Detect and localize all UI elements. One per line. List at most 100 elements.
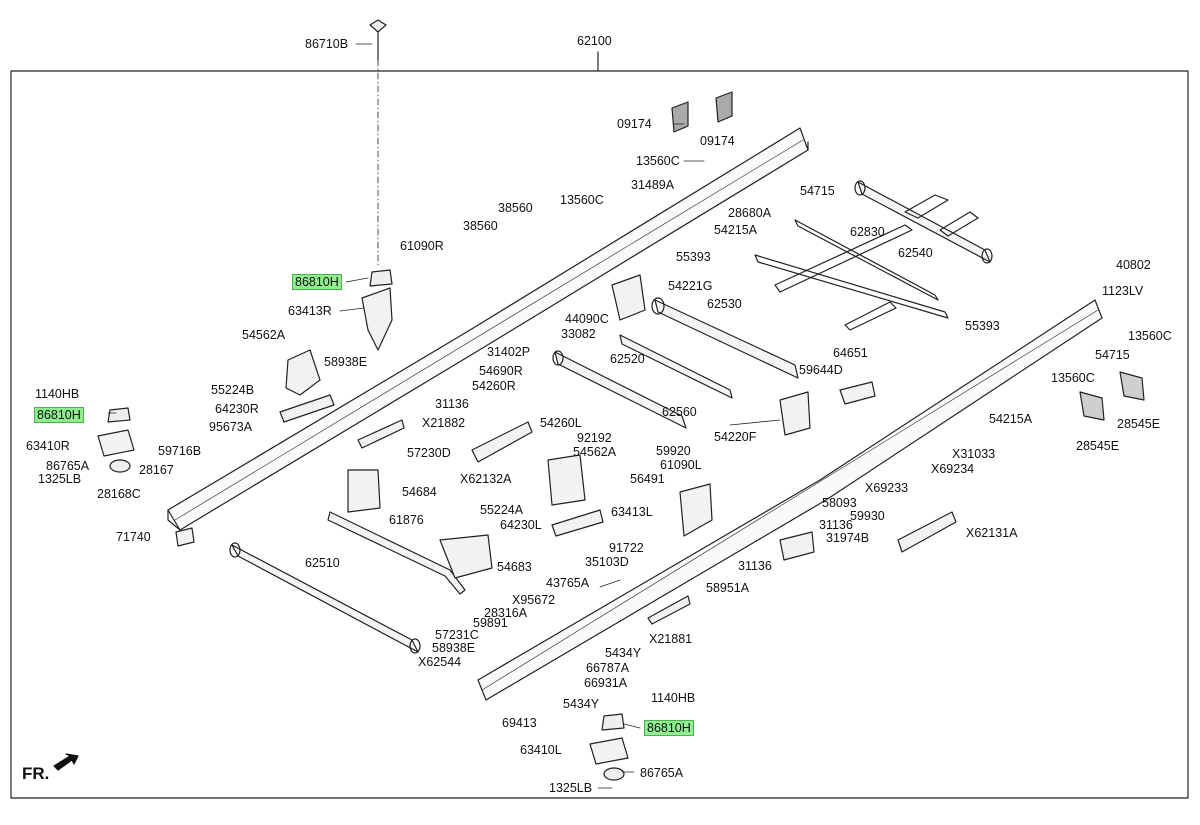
part-label: 43765A [546,576,590,590]
part-label: 1325LB [38,472,82,486]
part-label: 1140HB [35,387,80,401]
part-label: 66787A [586,661,630,675]
part-label: 62520 [610,352,645,366]
part-label: 09174 [700,134,735,148]
part-label: 62540 [898,246,933,260]
part-label: 63413R [288,304,332,318]
part-label: X62131A [966,526,1018,540]
part-label-highlighted: 86810H [292,274,342,290]
part-label: 58938E [432,641,476,655]
bracket-31974b [779,531,815,561]
part-label: X69234 [931,462,975,476]
part-label: 86765A [640,766,684,780]
part-label: 28545E [1076,439,1120,453]
bracket-09174-b [715,91,733,123]
part-label: 13560C [1051,371,1095,385]
part-label: X69233 [865,481,909,495]
part-label: 44090C [565,312,609,326]
part-label: 28167 [139,463,174,477]
part-label: 54215A [989,412,1033,426]
mount-86765a-left [109,459,131,473]
right-frame-rail [477,299,1103,701]
crossmember-62560 [619,334,733,399]
bracket-28545e-a [1079,391,1105,421]
part-label: 69413 [502,716,537,730]
bracket-64230r [279,394,335,423]
bracket-28545e-b [1119,371,1145,401]
mount-86810h-top [369,269,393,287]
mount-86810h-bottom [601,713,625,731]
part-label: 58938E [324,355,368,369]
part-label: 55393 [676,250,711,264]
part-label: 35103D [585,555,629,569]
bracket-55224a [547,454,586,506]
part-label: 31136 [819,518,853,532]
part-label: 55224A [480,503,524,517]
part-label: X31033 [952,447,996,461]
part-label: 63410L [520,743,562,757]
part-label-highlighted: 86810H [644,720,694,736]
part-label: 38560 [463,219,498,233]
part-label: 61876 [389,513,424,527]
part-label: 31974B [826,531,870,545]
mount-86810h-left [107,407,131,423]
part-label: 54215A [714,223,758,237]
part-label: 28680A [728,206,772,220]
bracket-71740 [175,527,195,547]
part-label: 63413L [611,505,653,519]
part-label: 62100 [577,34,612,48]
part-label: 54683 [497,560,532,574]
part-label: 66931A [584,676,628,690]
part-label: X95672 [512,593,556,607]
part-label: 09174 [617,117,652,131]
bracket-63410l [589,737,629,765]
part-label: 95673A [209,420,253,434]
diagram-border [10,70,1189,799]
bracket-x62132a [471,421,533,463]
part-label: 63410R [26,439,70,453]
front-direction-label: FR. [22,764,50,783]
part-label: 59930 [850,509,885,523]
part-label: 62560 [662,405,697,419]
bracket-54684 [347,469,381,513]
bracket-63413l [679,483,713,537]
bracket-54220f [779,391,811,436]
bolt-86710b [369,19,387,269]
part-label: 31402P [487,345,531,359]
bracket-x21881 [647,595,691,625]
bracket-63413r [361,287,393,351]
bracket-64651 [839,381,876,405]
part-label: 33082 [561,327,596,341]
bracket-54221g [611,274,646,321]
part-label: 54715 [800,184,835,198]
part-label: 55224B [211,383,255,397]
part-label: 40802 [1116,258,1151,272]
crossmember-62520 [552,350,687,429]
part-label: 31136 [435,397,469,411]
part-label: 28168C [97,487,141,501]
part-label: 54221G [668,279,713,293]
part-label: 54684 [402,485,437,499]
part-label: 64230R [215,402,259,416]
part-label: 31136 [738,559,772,573]
part-label: 61090L [660,458,702,472]
bracket-64230l [551,509,604,537]
part-label: 13560C [560,193,604,207]
mount-86765a-bottom [603,767,625,781]
part-label: 64230L [500,518,542,532]
part-label: 54690R [479,364,523,378]
part-label: 28316A [484,606,528,620]
part-label: 64651 [833,346,868,360]
part-label: 38560 [498,201,533,215]
part-label: 54715 [1095,348,1130,362]
crossmember-62830 [754,219,949,331]
bracket-09174-a [671,101,689,133]
bracket-63410r [97,429,135,457]
part-label: X62132A [460,472,512,486]
part-label: 1123LV [1102,284,1144,298]
part-label: 62830 [850,225,885,239]
part-label: 28545E [1117,417,1161,431]
crossmember-62530 [651,297,799,379]
part-label: 59891 [473,616,508,630]
